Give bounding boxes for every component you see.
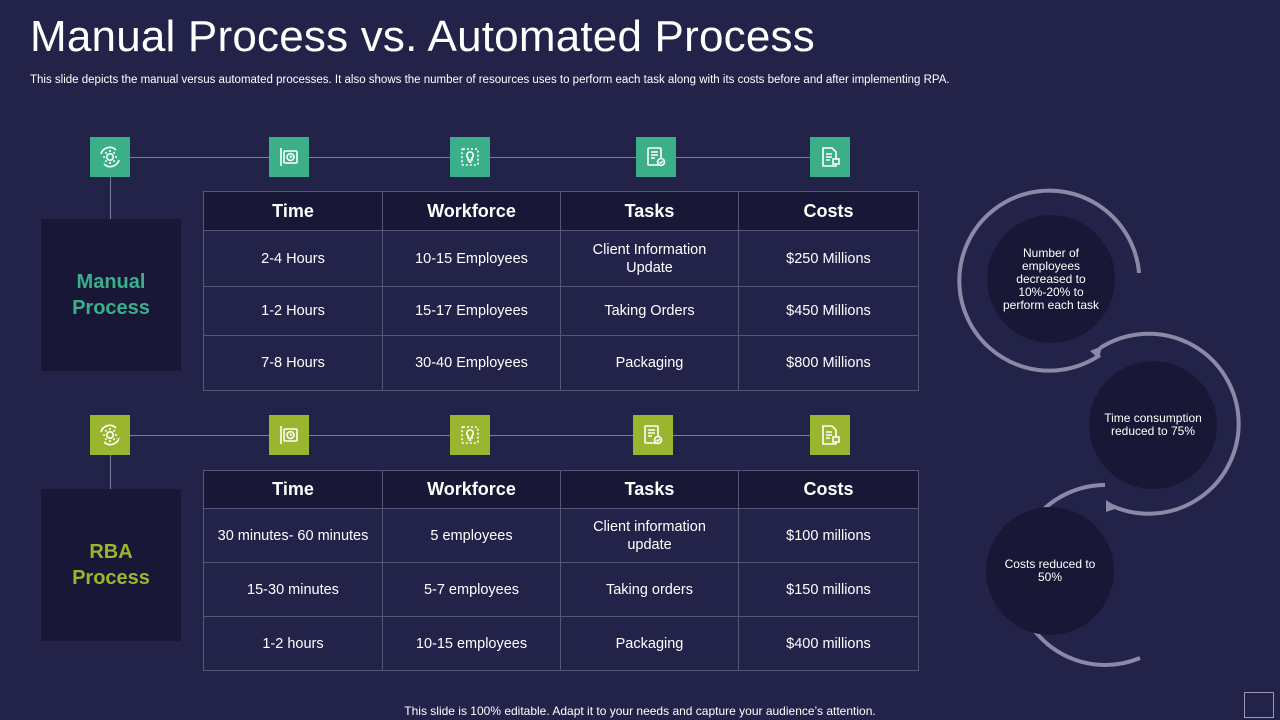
rba-checklist-icon [633,415,673,455]
column-header-tasks: Tasks [560,191,739,231]
arc-arrowhead [1106,500,1118,512]
manual-checklist-icon [636,137,676,177]
table-cell: 10-15 employees [382,616,561,671]
benefit-circle-costs: Costs reduced to 50% [986,507,1114,635]
slide-footer: This slide is 100% editable. Adapt it to… [404,704,876,718]
table-cell: 7-8 Hours [203,335,383,391]
column-header-costs: Costs [738,470,919,509]
column-header-costs: Costs [738,191,919,231]
manual-label-line2: Process [72,297,150,319]
rba-label-line2: Process [72,567,150,589]
manual-label-line1: Manual [76,271,146,293]
table-row: 15-30 minutes 5-7 employees Taking order… [203,562,919,617]
arc-top [957,188,1141,373]
table-row: 7-8 Hours 30-40 Employees Packaging $800… [203,335,919,391]
table-header-row: Time Workforce Tasks Costs [203,470,919,509]
rba-process-table: Time Workforce Tasks Costs 30 minutes- 6… [203,470,919,671]
benefit-text: Time consumption reduced to 75% [1104,411,1202,438]
manual-clock-sign-icon [269,137,309,177]
table-cell: Packaging [560,335,739,391]
manual-invoice-icon [810,137,850,177]
benefit-text: Number of employees decreased to 10%-20%… [1002,245,1100,312]
table-cell: 5 employees [382,508,561,563]
rba-icon-row [0,415,900,455]
column-header-tasks: Tasks [560,470,739,509]
table-cell: 1-2 Hours [203,286,383,336]
table-cell: 15-30 minutes [203,562,383,617]
rba-lightbulb-icon [450,415,490,455]
table-cell: Taking Orders [560,286,739,336]
benefit-circle-time: Time consumption reduced to 75% [1089,361,1217,489]
table-cell: 2-4 Hours [203,230,383,287]
table-cell: 10-15 Employees [382,230,561,287]
slide-title: Manual Process vs. Automated Process [30,12,815,61]
table-cell: $150 millions [738,562,919,617]
benefit-circle-employees: Number of employees decreased to 10%-20%… [987,215,1115,343]
table-row: 1-2 Hours 15-17 Employees Taking Orders … [203,286,919,336]
manual-gear-cycle-icon [90,137,130,177]
table-cell: Packaging [560,616,739,671]
rba-process-label: RBA Process [41,489,181,641]
table-row: 30 minutes- 60 minutes 5 employees Clien… [203,508,919,563]
rba-invoice-icon [810,415,850,455]
arc-middle [1098,331,1241,516]
table-cell: $100 millions [738,508,919,563]
slide-subtitle: This slide depicts the manual versus aut… [30,74,950,86]
rba-clock-sign-icon [269,415,309,455]
benefit-text: Costs reduced to 50% [1004,557,1096,584]
arc-arrowhead [1090,346,1102,359]
table-header-row: Time Workforce Tasks Costs [203,191,919,231]
rba-vertical-connector [110,455,111,489]
column-header-workforce: Workforce [382,191,561,231]
table-cell: $250 Millions [738,230,919,287]
manual-lightbulb-icon [450,137,490,177]
corner-placeholder-box [1244,692,1274,718]
table-cell: Client information update [560,508,739,563]
column-header-time: Time [203,191,383,231]
rba-label-line1: RBA [89,541,133,563]
manual-vertical-connector [110,177,111,219]
table-cell: 1-2 hours [203,616,383,671]
table-cell: 5-7 employees [382,562,561,617]
rba-gear-cycle-icon [90,415,130,455]
manual-icon-row [0,137,900,177]
table-row: 1-2 hours 10-15 employees Packaging $400… [203,616,919,671]
table-cell: 30-40 Employees [382,335,561,391]
table-row: 2-4 Hours 10-15 Employees Client Informa… [203,230,919,287]
table-cell: $400 millions [738,616,919,671]
manual-process-table: Time Workforce Tasks Costs 2-4 Hours 10-… [203,191,919,391]
table-cell: $800 Millions [738,335,919,391]
